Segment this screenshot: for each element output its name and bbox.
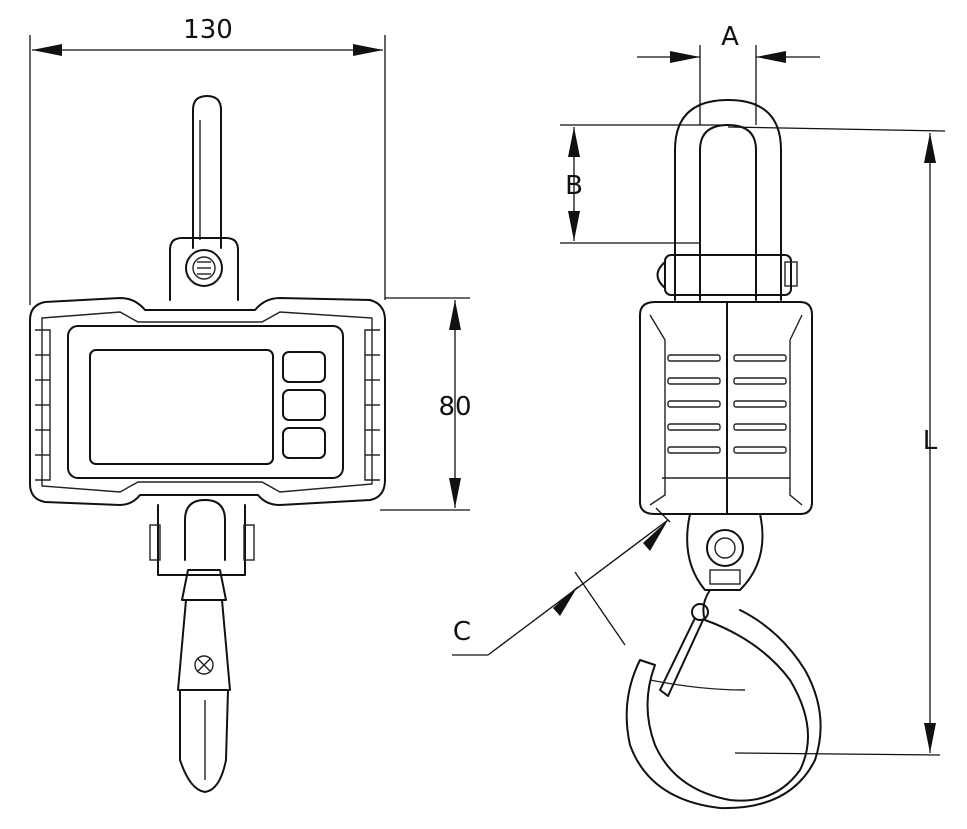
c-label: C: [453, 617, 471, 647]
front-view: [29, 95, 386, 793]
shackle: [656, 99, 798, 301]
side-body: [639, 301, 813, 515]
width-label: 130: [183, 15, 233, 45]
height-dimension: 80: [380, 297, 472, 511]
key-button-2: [282, 389, 326, 421]
a-dimension: A: [637, 22, 820, 125]
l-label: L: [923, 426, 938, 456]
antenna: [192, 95, 222, 249]
side-hook: [625, 513, 822, 810]
front-hook: [149, 499, 255, 793]
a-label: A: [721, 22, 739, 52]
c-dimension: C: [452, 507, 671, 656]
l-dimension: L: [727, 126, 946, 756]
key-button-1: [282, 351, 326, 383]
b-label: B: [565, 171, 583, 201]
height-label: 80: [438, 392, 471, 422]
lcd-screen: [89, 349, 274, 465]
top-mount: [169, 237, 239, 301]
display-panel: [67, 325, 344, 479]
scale-body: [29, 297, 386, 506]
b-dimension: B: [560, 124, 728, 244]
key-button-3: [282, 427, 326, 459]
side-view: [625, 99, 822, 810]
width-dimension: 130: [29, 15, 386, 305]
